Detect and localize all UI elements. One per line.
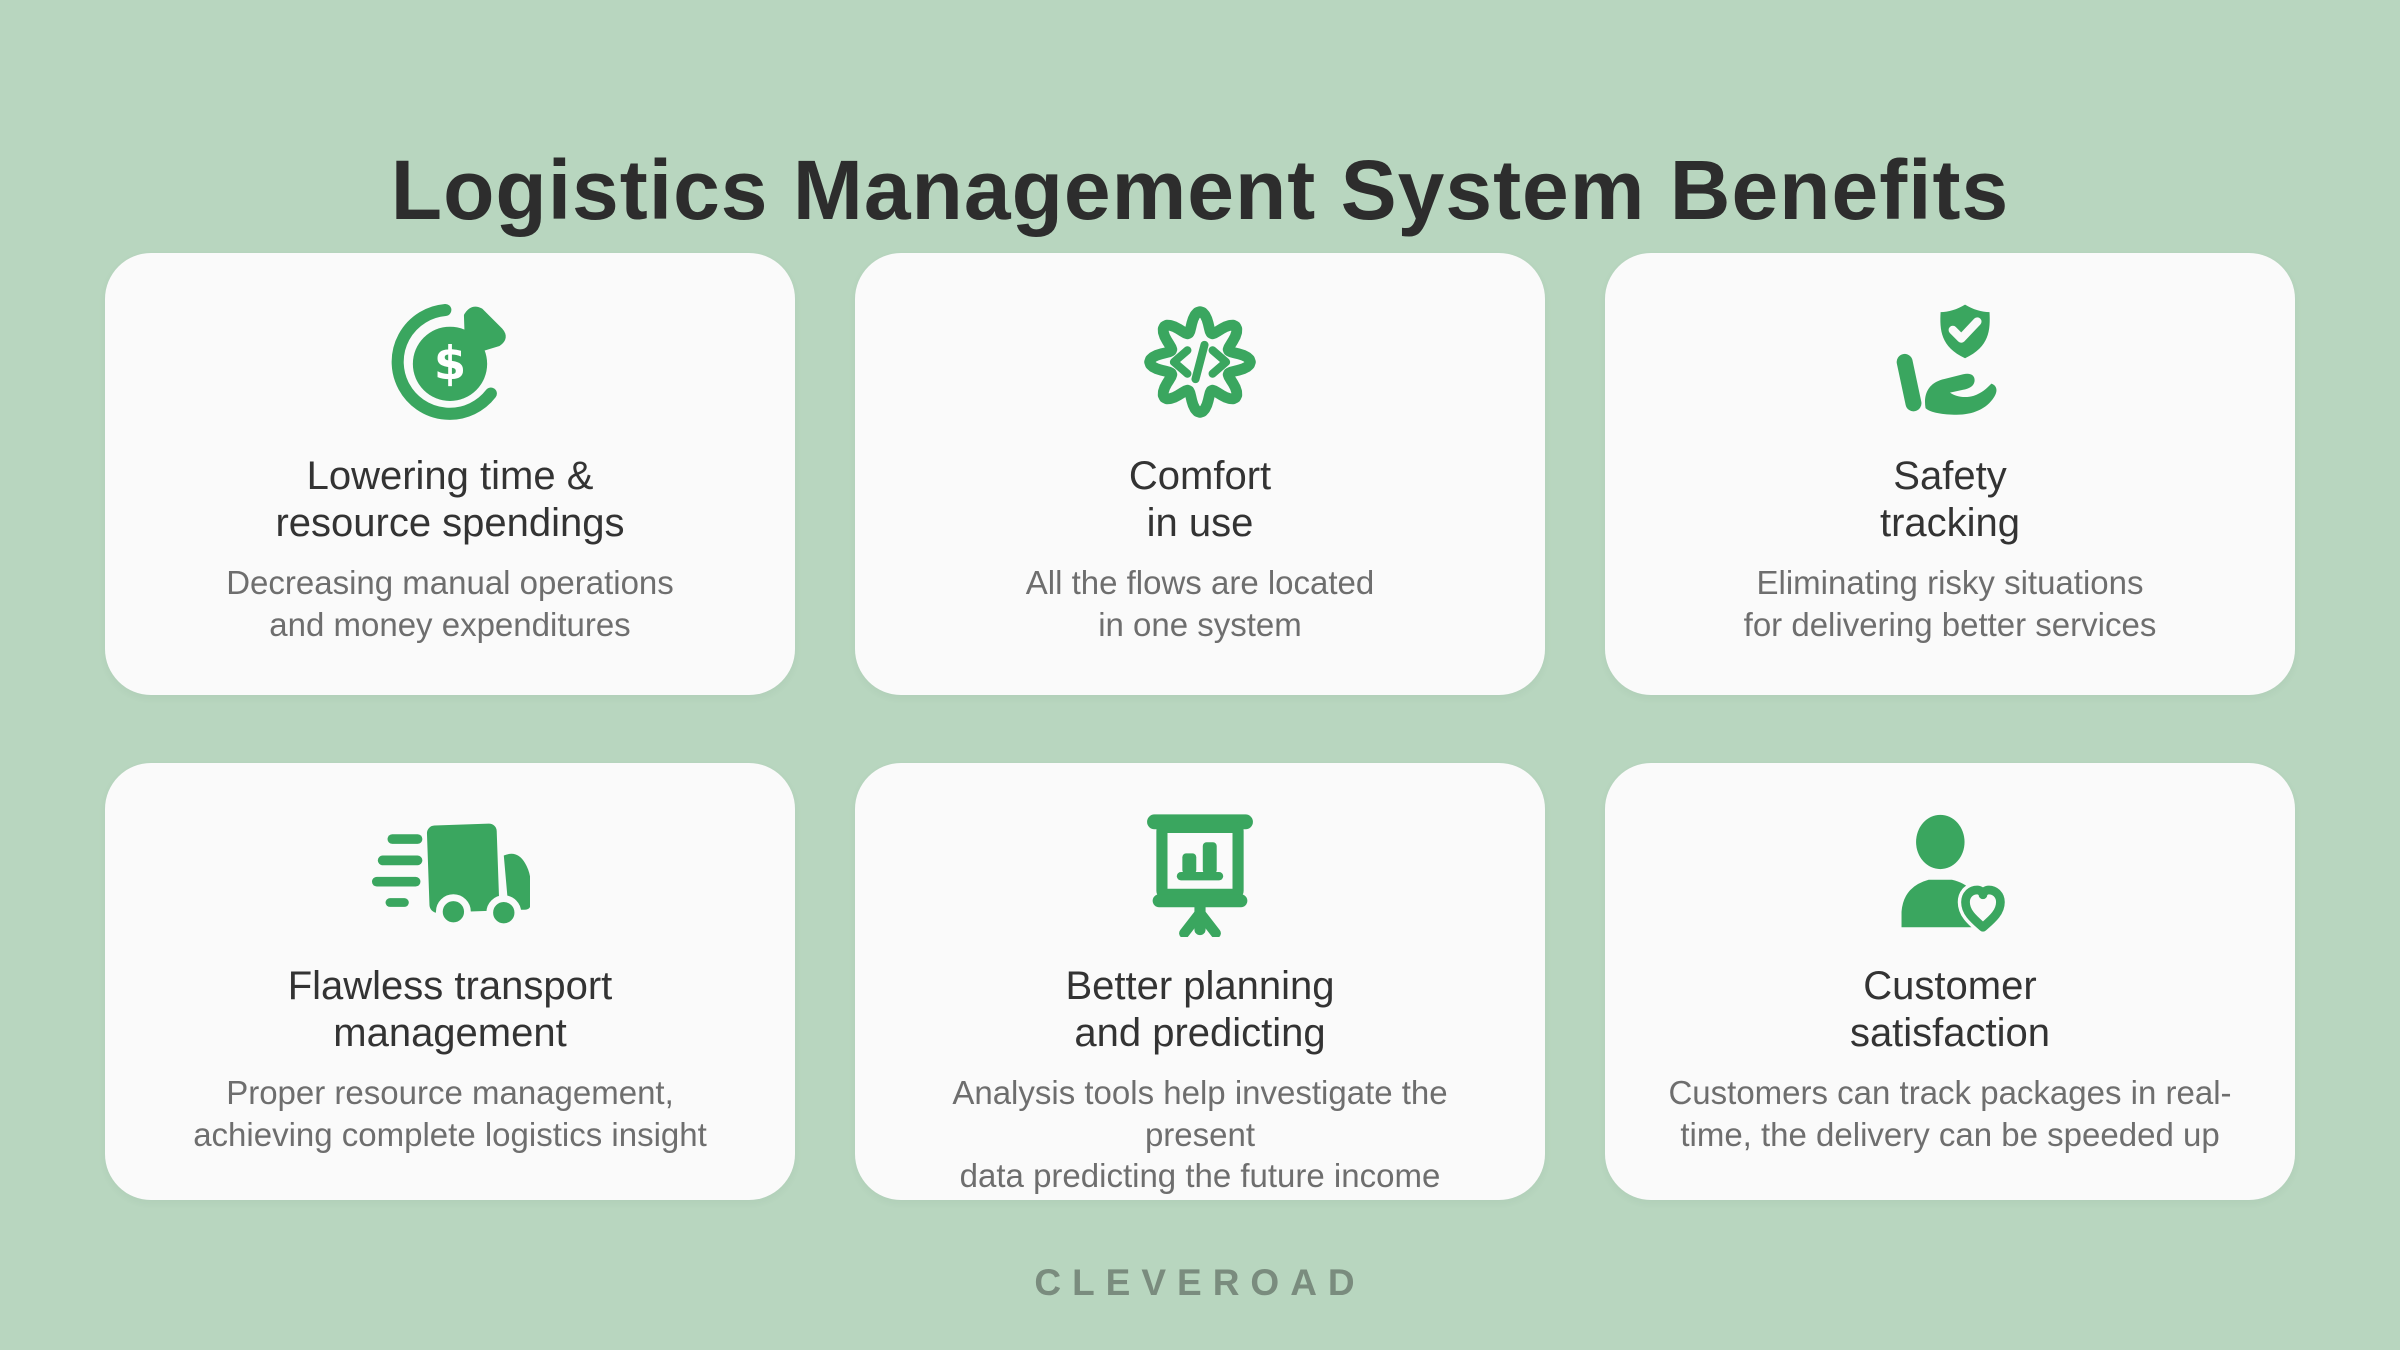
benefits-grid: $ Lowering time & resource spendings Dec… (105, 253, 2295, 1200)
card-description: Eliminating risky situations for deliver… (1743, 564, 2157, 643)
card-description: All the flows are located in one system (1025, 564, 1375, 643)
icon-box (1130, 807, 1270, 937)
icon-box (1137, 297, 1263, 427)
card-title: Customer satisfaction (1849, 964, 2051, 1056)
customer-heart-icon (1901, 814, 2009, 935)
card-title: Comfort in use (1128, 454, 1272, 546)
card-customer-satisfaction: Customer satisfaction Customers can trac… (1605, 763, 2295, 1200)
card-title: Better planning and predicting (1065, 964, 1335, 1056)
delivery-truck-icon (371, 823, 530, 931)
gear-outline (1144, 306, 1256, 418)
icon-box (370, 807, 530, 937)
card-title: Lowering time & resource spendings (275, 454, 625, 546)
card-planning-predicting: Better planning and predicting Analysis … (855, 763, 1545, 1200)
card-description: Analysis tools help investigate the pres… (952, 1074, 1448, 1194)
icon-box (1882, 807, 2018, 937)
money-cycle-icon: $ (391, 303, 506, 420)
shield-hand-icon (1896, 304, 1997, 415)
card-comfort-in-use: Comfort in use All the flows are located… (855, 253, 1545, 695)
card-description: Decreasing manual operations and money e… (226, 564, 674, 643)
icon-box (1884, 297, 2016, 427)
card-lowering-time: $ Lowering time & resource spendings Dec… (105, 253, 795, 695)
icon-box: $ (385, 297, 515, 427)
chart-presentation-icon (1147, 814, 1253, 937)
card-description: Proper resource management, achieving co… (193, 1074, 707, 1153)
dollar-glyph: $ (434, 337, 466, 391)
card-transport-management: Flawless transport management Proper res… (105, 763, 795, 1200)
card-safety-tracking: Safety tracking Eliminating risky situat… (1605, 253, 2295, 695)
card-title: Safety tracking (1879, 454, 2021, 546)
card-description: Customers can track packages in real- ti… (1668, 1074, 2232, 1153)
code-gear-icon (1144, 306, 1256, 418)
card-title: Flawless transport management (287, 964, 613, 1056)
page-title: Logistics Management System Benefits (390, 143, 2010, 238)
brand-logo: CLEVEROAD (1034, 1262, 1366, 1303)
